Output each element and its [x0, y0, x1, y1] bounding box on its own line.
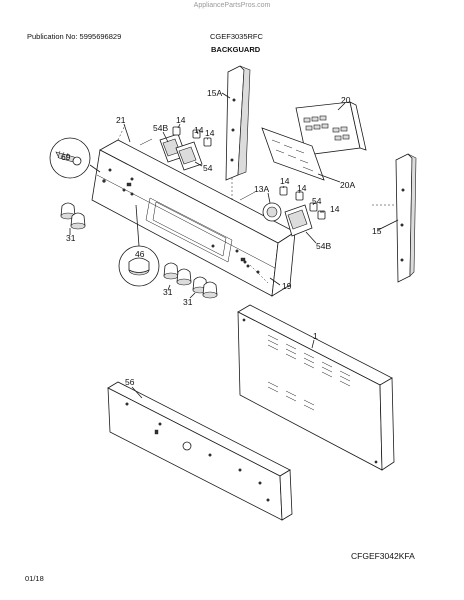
detail-knob-46: [118, 204, 160, 287]
figure-code: CFGEF3042KFA: [351, 551, 415, 561]
knob-group-left: [60, 202, 86, 235]
callout-14-f: 14: [330, 204, 340, 214]
control-panel: [91, 124, 296, 297]
callout-46: 46: [135, 249, 145, 259]
callout-13a: 13A: [254, 184, 269, 194]
switch-group-lower: [262, 186, 326, 237]
callout-15: 15: [372, 226, 382, 236]
watermark: AppliancePartsPros.com: [193, 2, 271, 9]
electronic-control-board: [295, 101, 367, 156]
callout-14-d: 14: [280, 176, 290, 186]
model-number: CGEF3035RFC: [210, 32, 263, 41]
publication-number: Publication No: 5995696829: [27, 32, 122, 41]
callout-54b-upper: 54B: [153, 123, 168, 133]
callout-14-b: 14: [194, 125, 204, 135]
knob-group-bottom: [163, 262, 218, 299]
callout-56: 56: [125, 377, 135, 387]
callout-labels: 21 54B 14 14 14 54 15A 20 20A 13A 14 14 …: [61, 88, 382, 387]
touch-overlay: [261, 127, 325, 181]
callout-31-mid: 31: [163, 287, 173, 297]
callout-54-lower: 54: [312, 196, 322, 206]
callout-15a: 15A: [207, 88, 222, 98]
callout-14-e: 14: [297, 183, 307, 193]
revision-date: 01/18: [25, 574, 44, 583]
bracket-left-15a: [225, 65, 251, 200]
callout-20: 20: [341, 95, 351, 105]
callout-54b-lower: 54B: [316, 241, 331, 251]
callout-21: 21: [116, 115, 126, 125]
lower-backguard-panel: [107, 381, 293, 521]
callout-20a: 20A: [340, 180, 355, 190]
callout-14-c: 14: [205, 128, 215, 138]
callout-54-upper: 54: [203, 163, 213, 173]
leader-lines: [123, 92, 399, 399]
detail-screw-69: [49, 137, 101, 179]
rear-cover-panel: [237, 304, 395, 471]
callout-14-a: 14: [176, 115, 186, 125]
callout-69: 69: [61, 152, 71, 162]
callout-19: 19: [282, 281, 292, 291]
callout-31-right: 31: [183, 297, 193, 307]
callout-31-left: 31: [66, 233, 76, 243]
switch-group-upper: [159, 126, 212, 171]
callout-1: 1: [313, 331, 318, 341]
bracket-right-15: [372, 153, 417, 283]
section-title: BACKGUARD: [211, 45, 261, 54]
